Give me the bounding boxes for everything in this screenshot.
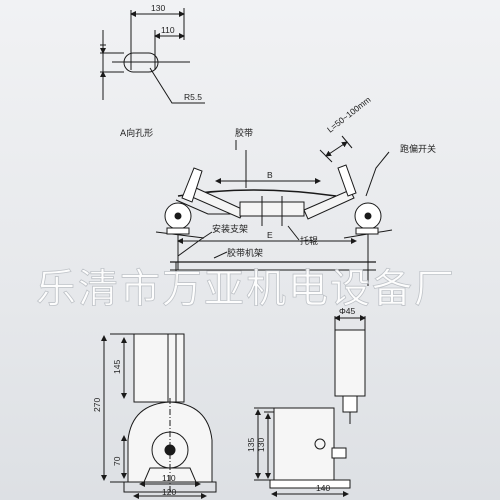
width-e-label: E bbox=[267, 230, 273, 240]
belt-label: 胶带 bbox=[235, 127, 253, 139]
left-deviation-switch bbox=[155, 167, 205, 270]
switch-label: 跑偏开关 bbox=[400, 143, 436, 155]
dim-text-135: 135 bbox=[246, 438, 256, 452]
conveyor-schematic bbox=[155, 135, 393, 286]
dim-text-130-side: 130 bbox=[256, 438, 266, 452]
watermark-text: 乐清市万亚机电设备厂 bbox=[36, 266, 456, 312]
dim-text-120: 120 bbox=[162, 487, 176, 497]
roller-leader bbox=[287, 225, 300, 241]
frame-label: 胶带机架 bbox=[227, 247, 263, 259]
side-shaft bbox=[334, 329, 366, 397]
dim-text-130: 130 bbox=[151, 3, 165, 13]
spacing-label: L=50~100mm bbox=[325, 94, 372, 134]
right-deviation-switch bbox=[337, 164, 393, 270]
right-side-roller bbox=[303, 189, 355, 220]
hole-caption: A向孔形 bbox=[120, 127, 153, 139]
dim-text-270: 270 bbox=[92, 398, 102, 412]
hole-detail bbox=[100, 8, 205, 104]
side-view bbox=[254, 315, 366, 497]
dim-text-110-front: 110 bbox=[162, 473, 176, 483]
switch-leader bbox=[365, 151, 390, 197]
dim-text-phi45: Φ45 bbox=[339, 306, 356, 316]
front-view bbox=[101, 333, 217, 499]
center-roller bbox=[239, 201, 305, 217]
bracket-label: 安装支架 bbox=[212, 223, 248, 235]
radius-label: R5.5 bbox=[184, 92, 202, 102]
width-b-label: B bbox=[267, 170, 273, 180]
dim-text-145: 145 bbox=[112, 360, 122, 374]
dim-text-140: 140 bbox=[316, 483, 330, 493]
dim-text-110: 110 bbox=[161, 25, 175, 35]
roller-label: 托辊 bbox=[300, 235, 318, 247]
radius-leader bbox=[149, 67, 205, 104]
side-housing bbox=[273, 407, 335, 481]
dim-text-70: 70 bbox=[112, 456, 122, 466]
